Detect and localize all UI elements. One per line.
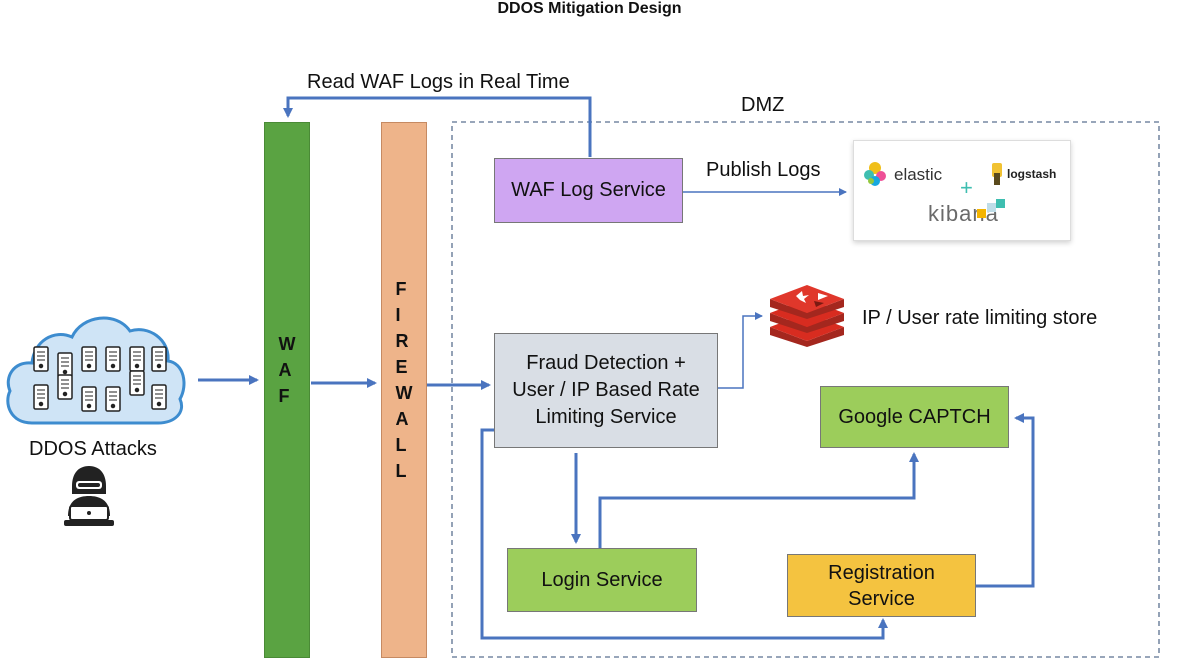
firewall-letter: L	[395, 435, 407, 455]
registration-service-line: Registration	[828, 561, 935, 584]
fraud-detection-line: User / IP Based Rate	[512, 379, 700, 401]
waf-letter: A	[278, 360, 292, 380]
logstash-logo-icon	[992, 163, 1002, 185]
server-led	[62, 391, 68, 397]
firewall-letter: I	[395, 305, 401, 325]
waf-letter: W	[278, 334, 296, 354]
server-led	[86, 363, 92, 369]
arrow-fraud-to-registration	[480, 428, 888, 640]
server-icon	[33, 346, 49, 372]
registration-service-line: Service	[848, 587, 915, 610]
ddos-attacks-label: DDOS Attacks	[29, 438, 157, 460]
login-service-box: Login Service	[507, 548, 697, 612]
firewall-letter: R	[395, 331, 409, 351]
google-captcha-box: Google CAPTCH	[820, 386, 1009, 448]
server-icon	[33, 384, 49, 410]
page-title: DDOS Mitigation Design	[497, 0, 682, 17]
server-led	[110, 403, 116, 409]
kibana-logo-icon	[977, 199, 1005, 218]
server-icon	[81, 346, 97, 372]
server-led	[62, 369, 68, 375]
fraud-detection-line: Fraud Detection +	[526, 352, 686, 374]
server-icon	[151, 346, 167, 372]
kibana-label: kibana	[928, 201, 999, 226]
server-icon	[105, 346, 121, 372]
arrow-registration-to-captcha	[976, 413, 1035, 588]
arrow-login-to-captcha	[598, 452, 919, 548]
server-icon	[129, 370, 145, 396]
logstash-label: logstash	[1007, 167, 1057, 181]
redis-icon	[770, 285, 844, 347]
server-icon	[81, 386, 97, 412]
firewall-letter: F	[395, 279, 407, 299]
server-icon	[151, 384, 167, 410]
server-led	[134, 387, 140, 393]
hacker-icon	[64, 466, 114, 526]
elk-stack-card: elastic + logstash kibana	[853, 140, 1071, 241]
arrow-read-waf-logs	[283, 96, 592, 157]
waf-bar: W A F	[264, 122, 310, 658]
google-captcha-label: Google CAPTCH	[838, 405, 991, 428]
firewall-letter: L	[395, 461, 407, 481]
fraud-detection-line: Limiting Service	[535, 406, 677, 428]
server-led	[38, 401, 44, 407]
elastic-label: elastic	[894, 165, 943, 184]
server-led	[156, 401, 162, 407]
server-led	[110, 363, 116, 369]
firewall-letter: A	[395, 409, 409, 429]
server-icon	[57, 374, 73, 400]
elk-plus: +	[960, 175, 973, 200]
elastic-logo-icon	[864, 162, 886, 186]
waf-log-service-label: WAF Log Service	[511, 179, 666, 201]
dmz-boundary	[451, 121, 1160, 658]
registration-service-box: Registration Service	[787, 554, 976, 617]
server-led	[134, 363, 140, 369]
cloud-icon	[6, 316, 186, 425]
read-waf-logs-label: Read WAF Logs in Real Time	[307, 71, 570, 93]
server-led	[156, 363, 162, 369]
server-icon	[105, 386, 121, 412]
waf-letter: F	[278, 386, 290, 406]
arrow-fraud-to-store	[718, 312, 763, 389]
server-led	[38, 363, 44, 369]
publish-logs-label: Publish Logs	[706, 159, 821, 181]
waf-log-service-box: WAF Log Service	[494, 158, 683, 223]
server-led	[86, 403, 92, 409]
firewall-letter: W	[395, 383, 413, 403]
dmz-label: DMZ	[741, 94, 785, 116]
login-service-label: Login Service	[541, 568, 663, 591]
firewall-bar: F I R E W A L L	[381, 122, 427, 658]
firewall-letter: E	[395, 357, 408, 377]
fraud-detection-box: Fraud Detection + User / IP Based Rate L…	[494, 333, 718, 448]
rate-store-label: IP / User rate limiting store	[862, 307, 1098, 329]
